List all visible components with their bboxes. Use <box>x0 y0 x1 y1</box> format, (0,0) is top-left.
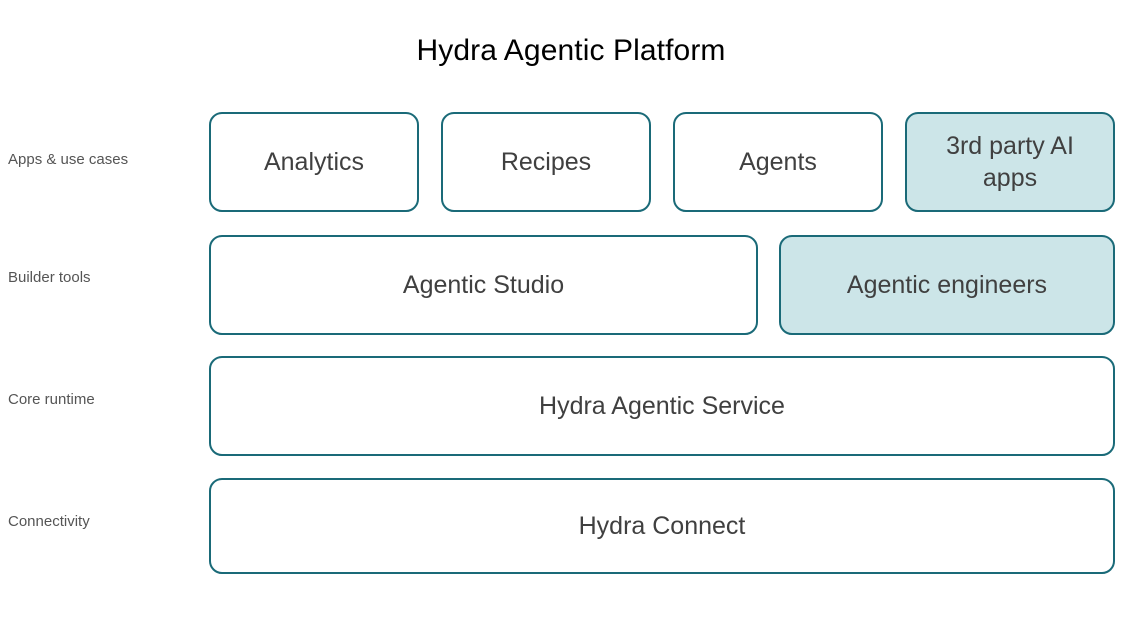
row-boxes-core-runtime: Hydra Agentic Service <box>209 356 1115 456</box>
row-label-apps-use-cases: Apps & use cases <box>8 151 129 168</box>
row-label-core-runtime: Core runtime <box>8 391 95 408</box>
layer-row-core-runtime: Core runtime Hydra Agentic Service <box>0 356 1142 456</box>
box-analytics[interactable]: Analytics <box>209 112 419 212</box>
box-hydra-agentic-service[interactable]: Hydra Agentic Service <box>209 356 1115 456</box>
box-agents[interactable]: Agents <box>673 112 883 212</box>
row-label-builder-tools: Builder tools <box>8 269 91 286</box>
row-label-connectivity: Connectivity <box>8 513 90 530</box>
box-agentic-engineers[interactable]: Agentic engineers <box>779 235 1115 335</box>
layer-row-connectivity: Connectivity Hydra Connect <box>0 478 1142 574</box>
box-hydra-connect[interactable]: Hydra Connect <box>209 478 1115 574</box>
row-boxes-connectivity: Hydra Connect <box>209 478 1115 574</box>
page-title: Hydra Agentic Platform <box>416 34 726 67</box>
row-boxes-apps-use-cases: Analytics Recipes Agents 3rd party AI ap… <box>209 112 1115 212</box>
row-boxes-builder-tools: Agentic Studio Agentic engineers <box>209 235 1115 335</box>
box-third-party-ai-apps[interactable]: 3rd party AI apps <box>905 112 1115 212</box>
box-agentic-studio[interactable]: Agentic Studio <box>209 235 758 335</box>
box-recipes[interactable]: Recipes <box>441 112 651 212</box>
layer-row-apps-use-cases: Apps & use cases Analytics Recipes Agent… <box>0 112 1142 212</box>
layer-row-builder-tools: Builder tools Agentic Studio Agentic eng… <box>0 235 1142 335</box>
